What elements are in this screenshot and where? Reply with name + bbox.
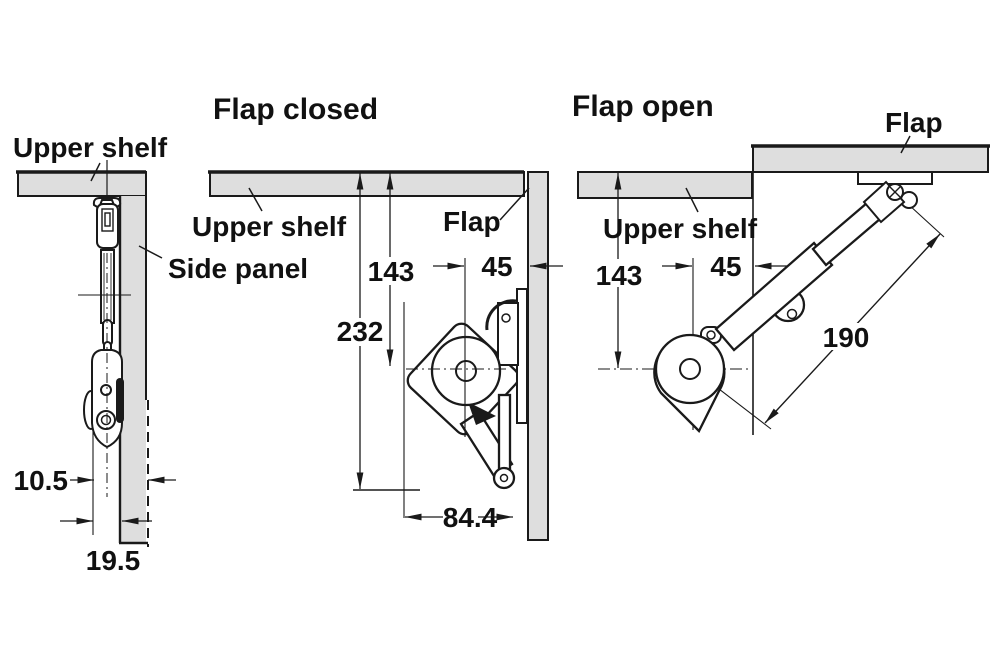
- right-title: Flap open: [572, 90, 714, 123]
- dim-10-5: 10.5: [14, 465, 69, 496]
- drum-closed: [430, 335, 502, 407]
- middle-upper-shelf: [209, 171, 525, 197]
- drum-axis-closed: [455, 360, 477, 382]
- middle-upper-shelf-label: Upper shelf: [192, 211, 347, 242]
- left-fitting: [78, 160, 131, 497]
- dim-45-closed: 45: [481, 251, 512, 282]
- left-view: [16, 160, 176, 547]
- dim-190: 190: [823, 322, 870, 353]
- dim-232: 232: [337, 316, 384, 347]
- drum-open: [654, 333, 726, 405]
- dim-19-5: 19.5: [86, 545, 141, 576]
- right-upper-shelf: [577, 171, 753, 199]
- right-upper-shelf-leader: [685, 187, 699, 213]
- right-mechanism: [653, 171, 933, 433]
- right-upper-shelf-label: Upper shelf: [603, 213, 758, 244]
- middle-title: Flap closed: [213, 93, 378, 126]
- right-flap-label: Flap: [885, 107, 943, 138]
- latch-wedge: [468, 402, 496, 425]
- fitting-screw: [100, 384, 112, 396]
- flap-bracket-inner: [497, 302, 519, 366]
- bracket-rail: [497, 393, 512, 477]
- fitting-panel-cap: [116, 378, 124, 423]
- bracket-screw: [501, 313, 511, 323]
- left-upper-shelf-label: Upper shelf: [13, 132, 168, 163]
- dim-84-4: 84.4: [443, 502, 498, 533]
- middle-view: [208, 170, 563, 541]
- left-upper-shelf: [17, 171, 147, 197]
- middle-flap-leader: [499, 187, 530, 221]
- middle-upper-shelf-leader: [248, 187, 263, 212]
- middle-flap-label: Flap: [443, 206, 501, 237]
- side-panel-label: Side panel: [168, 253, 308, 284]
- left-dimensions: [60, 430, 176, 535]
- dim-45-open: 45: [710, 251, 741, 282]
- dim-143-closed: 143: [368, 256, 415, 287]
- arm-pivot-closed: [492, 466, 516, 490]
- left-side-panel: [118, 196, 149, 547]
- spring-cap-arc: [485, 299, 517, 331]
- right-view: [577, 135, 990, 435]
- right-flap-leader: [900, 135, 911, 154]
- middle-mechanism: [406, 258, 528, 490]
- flap-mount-plate: [857, 171, 933, 185]
- side-panel-leader: [138, 245, 163, 259]
- arm-adjust-screw: [786, 308, 798, 320]
- dim-143-open: 143: [596, 260, 643, 291]
- left-upper-shelf-leader: [90, 162, 101, 182]
- right-flap-open: [752, 145, 989, 173]
- drum-axis-open: [679, 358, 701, 380]
- middle-flap-closed: [527, 171, 549, 541]
